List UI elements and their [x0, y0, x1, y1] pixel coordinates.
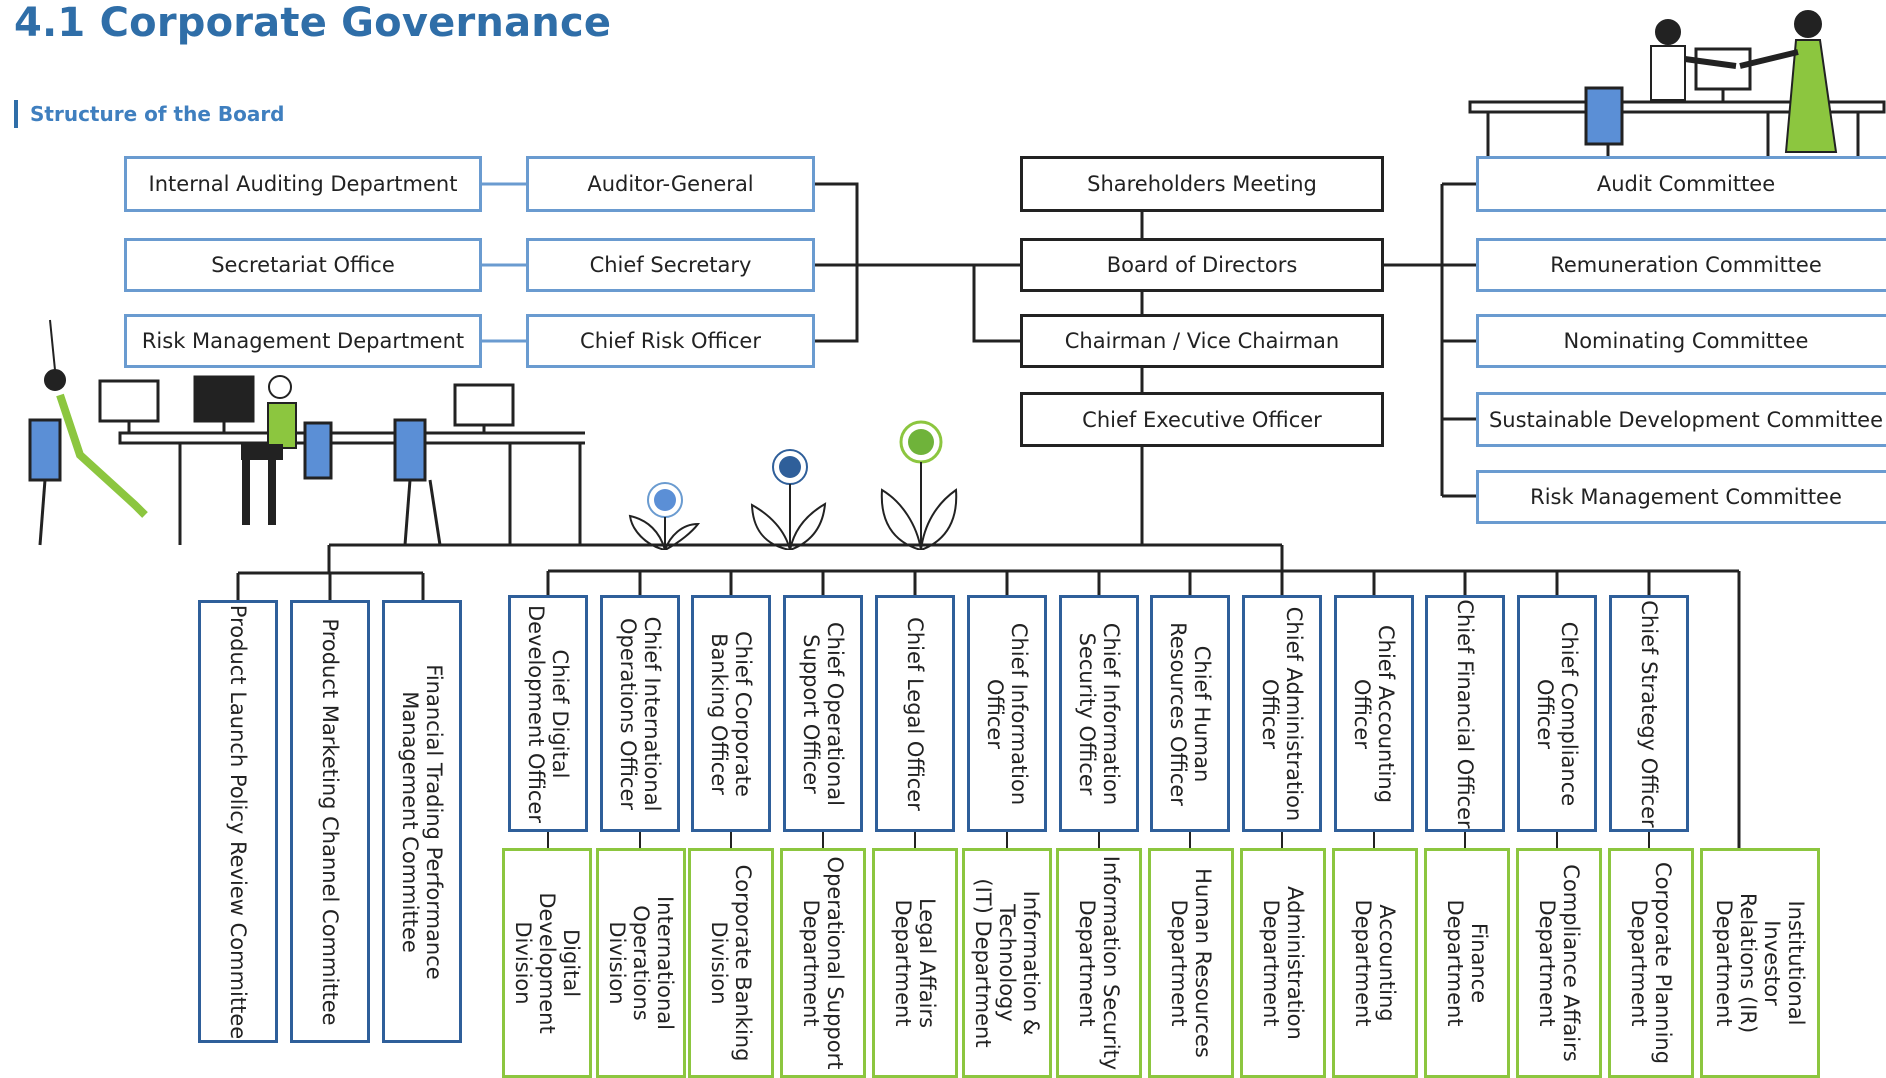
vertical-label: Compliance Affairs Department: [1535, 864, 1583, 1062]
handshake-illustration: [1468, 10, 1886, 156]
vertical-label: Chief Operational Support Officer: [799, 621, 847, 806]
department-box: Finance Department: [1424, 848, 1510, 1078]
officer-box: Chief Compliance Officer: [1517, 595, 1597, 832]
board-of-directors-box: Board of Directors: [1020, 238, 1384, 292]
page-title: 4.1 Corporate Governance: [14, 0, 612, 46]
vertical-label: Institutional Investor Relations (IR) De…: [1712, 892, 1808, 1034]
officer-box: Chief Information Security Officer: [1059, 595, 1139, 832]
department-box: Legal Affairs Department: [872, 848, 958, 1078]
vertical-label: Information Security Department: [1075, 855, 1123, 1071]
auditor-general-box: Auditor-General: [526, 156, 815, 212]
vertical-label: Corporate Planning Department: [1627, 861, 1675, 1065]
officer-box: Chief Strategy Officer: [1609, 595, 1689, 832]
officer-box: Chief Corporate Banking Officer: [691, 595, 771, 832]
vertical-label: Product Launch Policy Review Committee: [226, 604, 250, 1039]
vertical-label: Human Resources Department: [1167, 868, 1215, 1058]
department-box: Compliance Affairs Department: [1516, 848, 1602, 1078]
officer-box: Chief Human Resources Officer: [1150, 595, 1230, 832]
product-marketing-channel-committee-box: Product Marketing Channel Committee: [290, 600, 370, 1043]
department-box: Information Security Department: [1056, 848, 1142, 1078]
department-box: Accounting Department: [1332, 848, 1418, 1078]
department-box: Administration Department: [1240, 848, 1326, 1078]
chief-secretary-box: Chief Secretary: [526, 238, 815, 292]
vertical-label: Product Marketing Channel Committee: [318, 617, 342, 1026]
vertical-label: Accounting Department: [1351, 899, 1399, 1027]
officer-box: Chief Administration Officer: [1242, 595, 1322, 832]
department-box: Operational Support Department: [780, 848, 866, 1078]
vertical-label: Chief Compliance Officer: [1533, 621, 1581, 806]
department-box: Human Resources Department: [1148, 848, 1234, 1078]
vertical-label: Corporate Banking Division: [707, 864, 755, 1062]
vertical-label: Chief Financial Officer: [1453, 598, 1477, 829]
vertical-label: Finance Department: [1443, 899, 1491, 1027]
vertical-label: Legal Affairs Department: [891, 897, 939, 1029]
nominating-committee-box: Nominating Committee: [1476, 314, 1886, 368]
vertical-label: Chief Corporate Banking Officer: [707, 630, 755, 797]
financial-trading-performance-committee-box: Financial Trading Performance Management…: [382, 600, 462, 1043]
shareholders-meeting-box: Shareholders Meeting: [1020, 156, 1384, 212]
department-box: Corporate Banking Division: [688, 848, 774, 1078]
vertical-label: Chief Accounting Officer: [1350, 624, 1398, 803]
vertical-label: Financial Trading Performance Management…: [398, 663, 446, 980]
remuneration-committee-box: Remuneration Committee: [1476, 238, 1886, 292]
ceo-box: Chief Executive Officer: [1020, 392, 1384, 447]
vertical-label: Chief Administration Officer: [1258, 606, 1306, 821]
vertical-label: International Operations Division: [605, 895, 677, 1031]
risk-management-committee-box: Risk Management Committee: [1476, 470, 1886, 524]
vertical-label: Information & Technology (IT) Department: [971, 878, 1043, 1048]
officer-box: Chief Financial Officer: [1425, 595, 1505, 832]
department-box: Digital Development Division: [502, 848, 592, 1078]
internal-auditing-department-box: Internal Auditing Department: [124, 156, 482, 212]
product-launch-policy-review-committee-box: Product Launch Policy Review Committee: [198, 600, 278, 1043]
chief-risk-officer-box: Chief Risk Officer: [526, 314, 815, 368]
vertical-label: Administration Department: [1259, 886, 1307, 1040]
department-box: International Operations Division: [596, 848, 686, 1078]
officer-box: Chief International Operations Officer: [600, 595, 680, 832]
department-box: Corporate Planning Department: [1608, 848, 1694, 1078]
officer-box: Chief Accounting Officer: [1334, 595, 1414, 832]
office-illustration: [28, 319, 585, 546]
vertical-label: Chief Digital Development Officer: [524, 604, 572, 823]
vertical-label: Chief Information Officer: [983, 622, 1031, 805]
officer-box: Chief Operational Support Officer: [783, 595, 863, 832]
vertical-label: Chief Strategy Officer: [1637, 599, 1661, 828]
vertical-label: Chief Human Resources Officer: [1166, 621, 1214, 806]
plant-person-icon: [628, 420, 958, 550]
audit-committee-box: Audit Committee: [1476, 156, 1886, 212]
vertical-label: Digital Development Division: [511, 892, 583, 1034]
department-box: Institutional Investor Relations (IR) De…: [1700, 848, 1820, 1078]
secretariat-office-box: Secretariat Office: [124, 238, 482, 292]
officer-box: Chief Legal Officer: [875, 595, 955, 832]
sustainable-development-committee-box: Sustainable Development Committee: [1476, 392, 1886, 447]
chairman-box: Chairman / Vice Chairman: [1020, 314, 1384, 368]
department-box: Information & Technology (IT) Department: [962, 848, 1052, 1078]
vertical-label: Operational Support Department: [799, 856, 847, 1070]
vertical-label: Chief Information Security Officer: [1075, 622, 1123, 805]
risk-management-department-box: Risk Management Department: [124, 314, 482, 368]
officer-box: Chief Information Officer: [967, 595, 1047, 832]
vertical-label: Chief International Operations Officer: [616, 616, 664, 811]
officer-box: Chief Digital Development Officer: [508, 595, 588, 832]
vertical-label: Chief Legal Officer: [903, 616, 927, 811]
section-subtitle: Structure of the Board: [14, 100, 285, 128]
